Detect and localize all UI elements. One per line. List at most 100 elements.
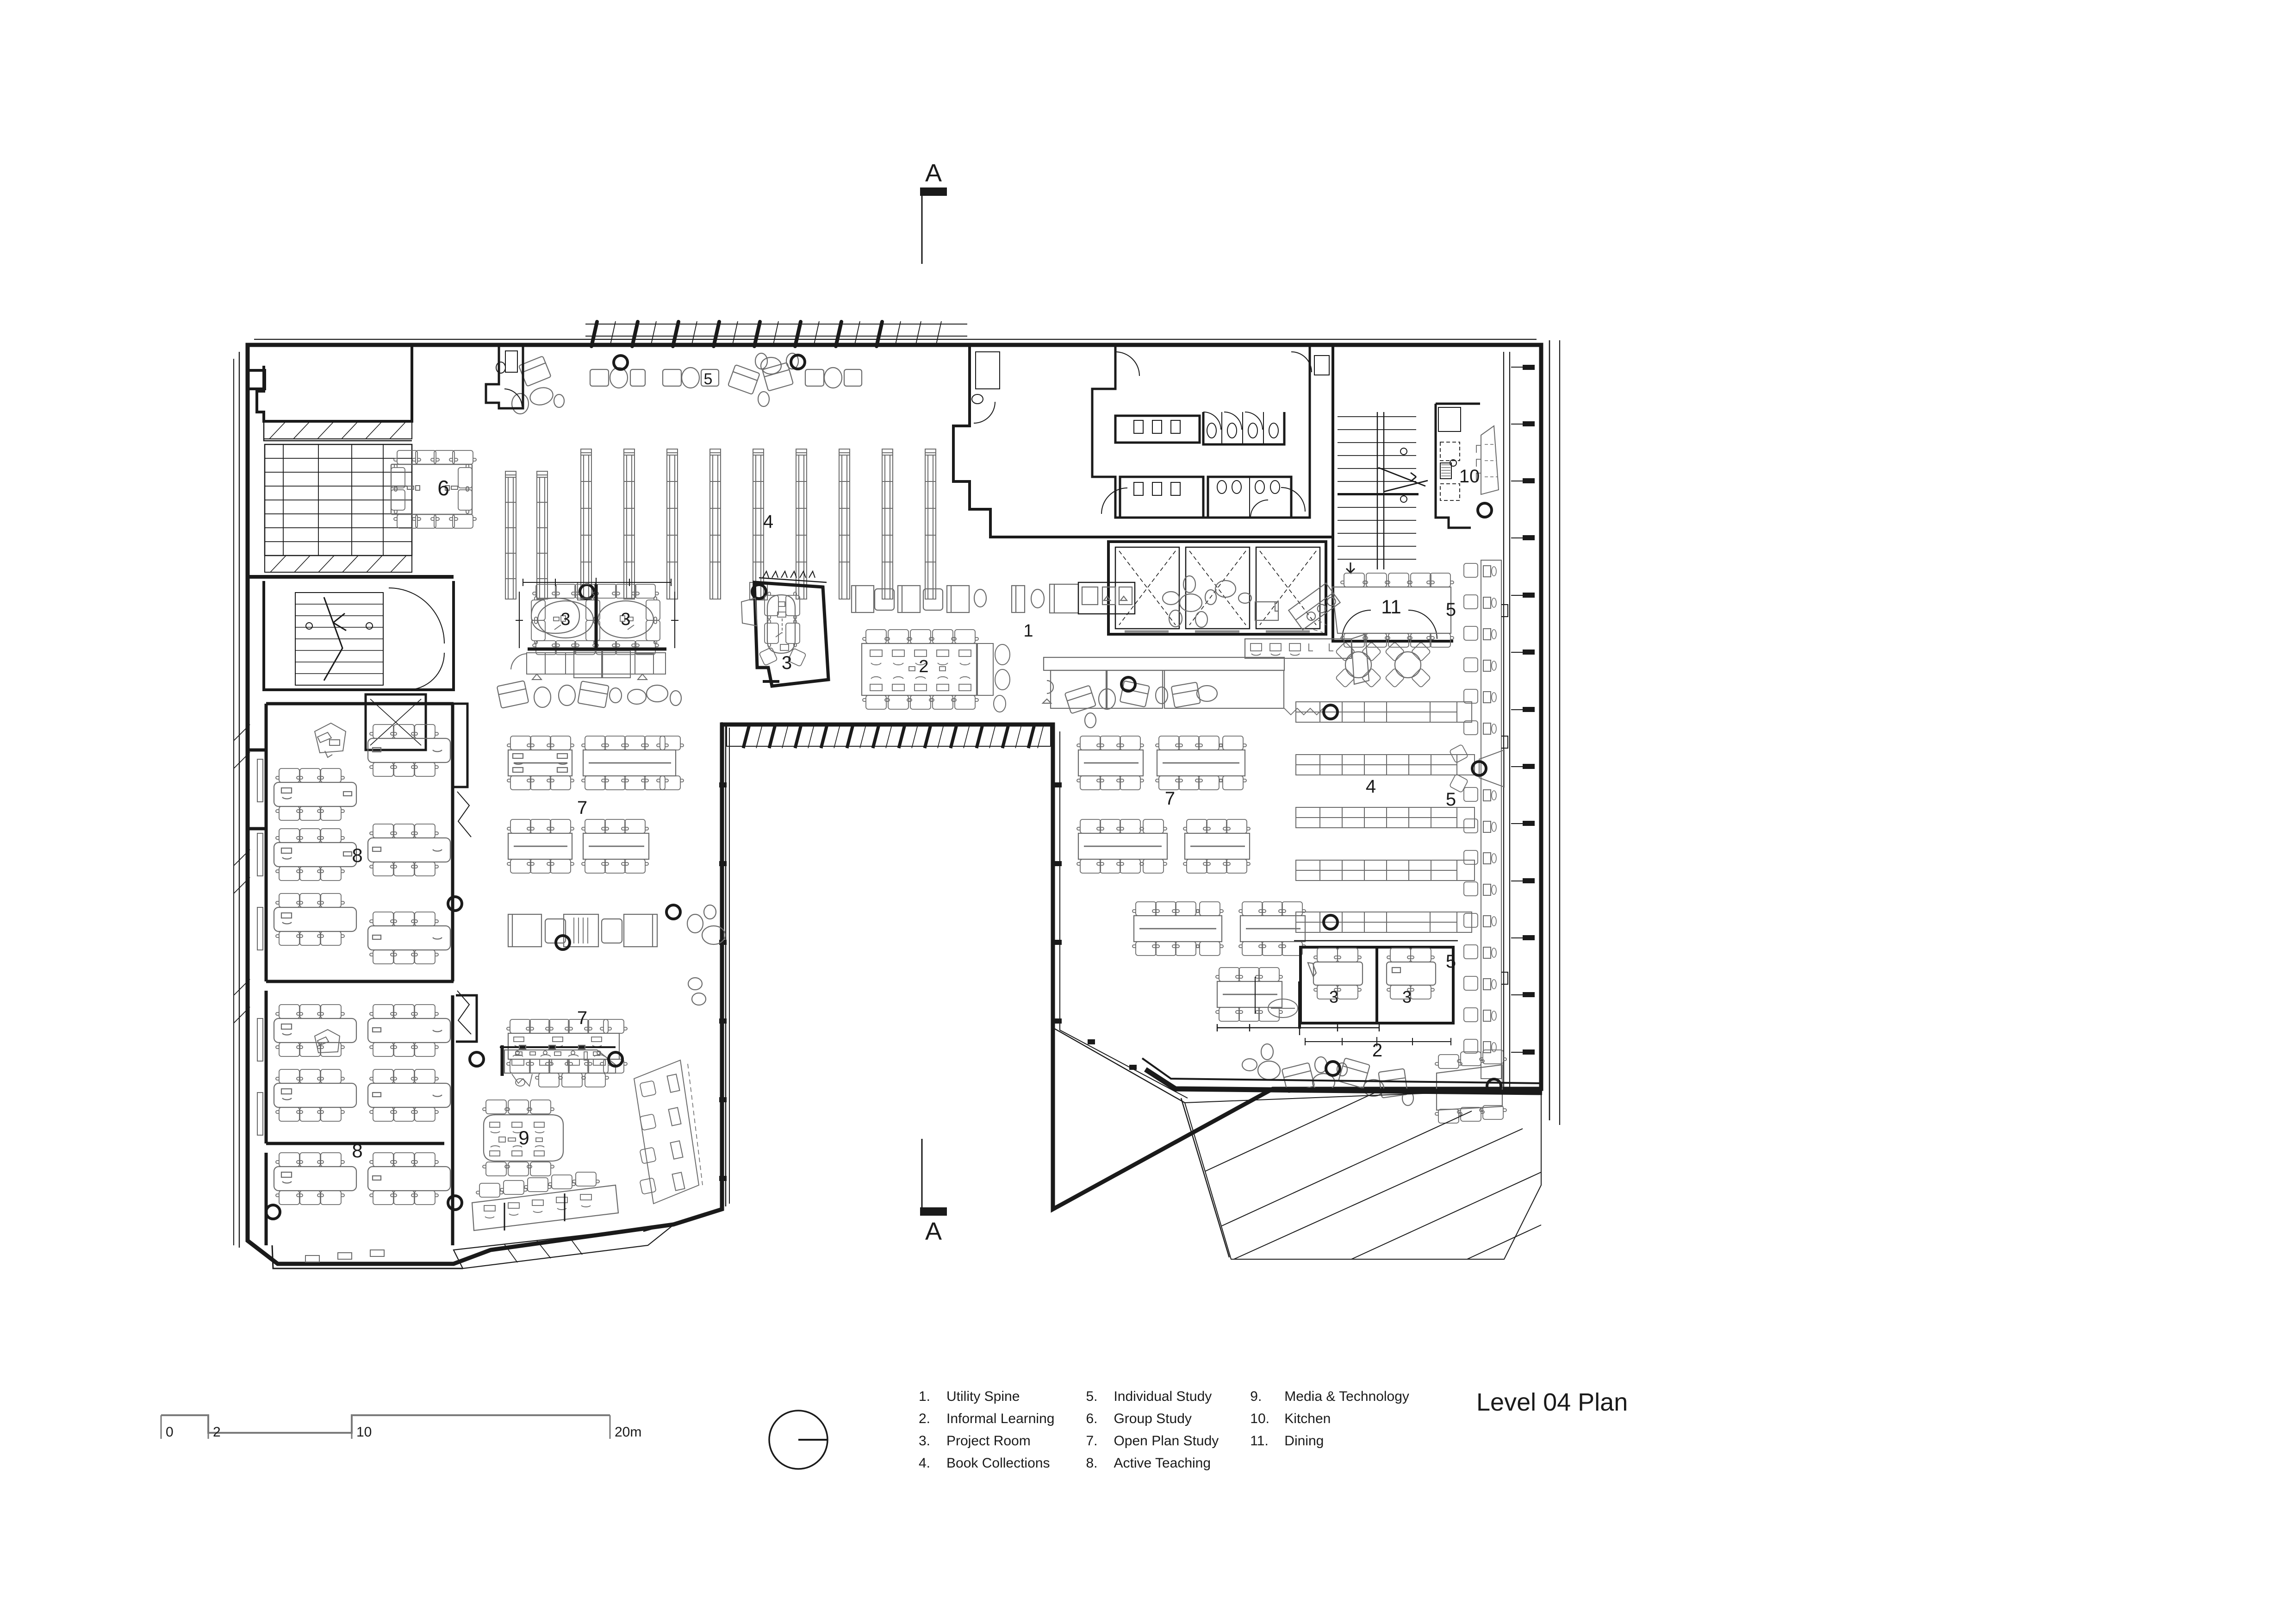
project-rooms-3-twin [510, 578, 678, 680]
utility-spine-1-seating [851, 581, 1136, 615]
room-label: 3 [621, 610, 630, 629]
room-label: 6 [437, 476, 449, 500]
kitchen-10 [1434, 402, 1500, 529]
legend-item-number: 11. [1250, 1433, 1269, 1449]
legend-item: 4. Book Collections [919, 1455, 1054, 1471]
legend-column-3: 9. Media & Technology 10. Kitchen 11. Di… [1250, 1389, 1409, 1471]
media-technology-9 [482, 1100, 564, 1177]
page-title: Level 04 Plan [1476, 1388, 1628, 1416]
media-counter [500, 1044, 622, 1088]
legend-item-number: 8. [1086, 1455, 1098, 1471]
room-label: 10 [1459, 466, 1480, 487]
core-wc-block [952, 346, 1334, 538]
legend-item-label: Project Room [946, 1433, 1031, 1449]
legend-item-label: Book Collections [946, 1455, 1050, 1471]
room-label: 5 [1446, 600, 1456, 620]
room-label: 7 [577, 1008, 587, 1028]
dining-11 [1288, 573, 1455, 688]
legend-item-label: Utility Spine [946, 1389, 1020, 1404]
room-label: 3 [1329, 987, 1338, 1006]
section-marker-label: A [925, 159, 942, 187]
open-plan-study-7-west [506, 736, 726, 1074]
nw-stair-upper [248, 443, 454, 579]
north-arrow [768, 1410, 828, 1470]
room-label: 5 [1446, 789, 1456, 810]
lift-lobby [1107, 540, 1327, 636]
section-marker-label: A [925, 1218, 942, 1245]
sw-bottom-desks [471, 1172, 619, 1231]
room-label: 1 [1023, 621, 1033, 641]
west-stair-core [262, 581, 455, 691]
legend-item: 3. Project Room [919, 1433, 1054, 1449]
sw-canopy [271, 1224, 675, 1269]
legend-item: 6. Group Study [1086, 1411, 1219, 1427]
scale-tick-0: 0 [166, 1424, 174, 1440]
room-label: 8 [352, 844, 362, 866]
legend-item: 7. Open Plan Study [1086, 1433, 1219, 1449]
room-label: 4 [763, 512, 773, 532]
scale-tick-2: 2 [213, 1424, 221, 1440]
nw-plant-room [255, 345, 413, 442]
legend-item-number: 1. [919, 1389, 931, 1404]
legend-item-number: 9. [1250, 1389, 1262, 1404]
room-label: 7 [577, 798, 587, 818]
room-number-labels: 5 6 4 3 3 3 1 2 11 10 5 5 5 4 7 7 7 8 8 … [352, 370, 1480, 1162]
legend-item: 11. Dining [1250, 1433, 1409, 1449]
west-lounge-cluster [497, 680, 682, 709]
room-label: 2 [1372, 1040, 1382, 1061]
legend-item-number: 4. [919, 1455, 931, 1471]
legend-item-label: Active Teaching [1114, 1455, 1211, 1471]
book-stacks-north [505, 449, 936, 600]
book-stack-columns [580, 585, 766, 599]
legend-item-label: Kitchen [1284, 1411, 1331, 1426]
open-plan-study-7-east [1076, 736, 1307, 1022]
legend: 1. Utility Spine 2. Informal Learning 3.… [919, 1389, 1409, 1471]
room-label: 5 [704, 370, 713, 388]
room-label: 8 [352, 1140, 362, 1162]
room-label: 11 [1381, 596, 1401, 618]
legend-column-2: 5. Individual Study 6. Group Study 7. Op… [1086, 1389, 1219, 1471]
project-room-3-angled [740, 570, 830, 688]
legend-item: 9. Media & Technology [1250, 1389, 1409, 1405]
legend-item-number: 5. [1086, 1389, 1098, 1404]
section-marker-a-top: A [920, 159, 947, 264]
north-lounge-furniture-5 [511, 352, 863, 415]
scale-bar: 0 2 10 20m [160, 1414, 641, 1440]
room-label: 3 [1402, 987, 1412, 1006]
room-label: 3 [782, 653, 792, 673]
room-label: 5 [1446, 951, 1456, 972]
legend-item-number: 6. [1086, 1411, 1098, 1426]
legend-item-number: 3. [919, 1433, 931, 1449]
individual-study-carrels-5 [1449, 560, 1508, 1079]
teaching-table [273, 768, 357, 821]
legend-item: 2. Informal Learning [919, 1411, 1054, 1427]
legend-item-label: Media & Technology [1284, 1389, 1409, 1404]
legend-item-label: Group Study [1114, 1411, 1192, 1426]
atrium-void [643, 722, 1188, 1232]
scale-tick-10: 10 [356, 1424, 372, 1440]
dimension-line-lower [1216, 977, 1380, 1035]
legend-item-number: 2. [919, 1411, 931, 1426]
west-riser-shaft [364, 693, 427, 751]
legend-item: 8. Active Teaching [1086, 1455, 1219, 1471]
scale-tick-20: 20m [615, 1424, 641, 1440]
legend-item: 1. Utility Spine [919, 1389, 1054, 1405]
legend-item: 5. Individual Study [1086, 1389, 1219, 1405]
room-label: 7 [1165, 788, 1175, 809]
room-label: 2 [919, 657, 928, 676]
east-facade-fins [1503, 352, 1535, 1089]
north-facade-angled-mullions [585, 320, 967, 348]
legend-item-number: 10. [1250, 1411, 1270, 1426]
east-lounge-cluster [1064, 677, 1218, 729]
legend-item-label: Informal Learning [946, 1411, 1055, 1426]
core-stair-east [1332, 346, 1453, 643]
room-label: 4 [1366, 776, 1376, 797]
book-stacks-east [1295, 701, 1475, 933]
project-rooms-3-se [1268, 940, 1458, 1046]
legend-item-label: Dining [1284, 1433, 1324, 1449]
room-label: 9 [518, 1127, 529, 1149]
legend-item-label: Open Plan Study [1114, 1433, 1219, 1449]
sw-carrels [633, 1059, 703, 1205]
